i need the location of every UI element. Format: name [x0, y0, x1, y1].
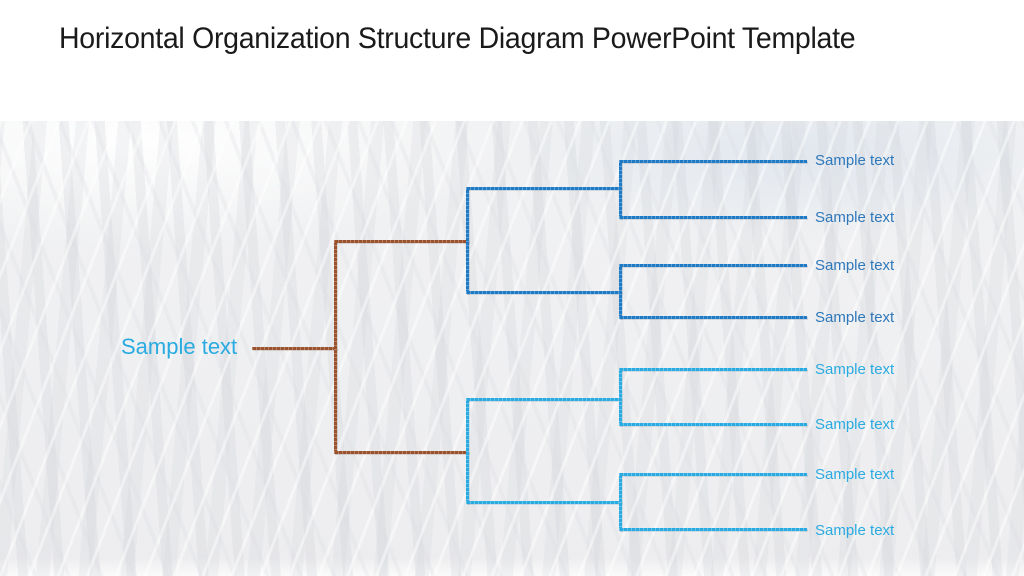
leaf-label-6: Sample text: [815, 416, 895, 433]
upper-branch-vertical-line: [466, 187, 469, 294]
leaf-line-4: [619, 316, 807, 319]
lower-branch-bottom-line: [466, 501, 622, 504]
leaf-label-1: Sample text: [815, 152, 895, 169]
leaf-label-5: Sample text: [815, 361, 895, 378]
leaf-line-7: [619, 473, 807, 476]
upper-subbranch-2-vertical-line: [619, 264, 622, 319]
leaf-line-3: [619, 264, 807, 267]
upper-branch-bottom-line: [466, 291, 622, 294]
leaf-line-5: [619, 368, 807, 371]
trunk-vertical-line: [334, 240, 337, 454]
leaf-line-1: [619, 160, 807, 163]
root-node-label: Sample text: [121, 334, 238, 359]
leaf-label-8: Sample text: [815, 522, 895, 539]
leaf-label-7: Sample text: [815, 466, 895, 483]
trunk-to-lower-branch-line: [334, 451, 469, 454]
leaf-line-6: [619, 423, 807, 426]
lower-subbranch-2-vertical-line: [619, 473, 622, 531]
root-connector-line: [252, 347, 337, 350]
upper-branch-top-line: [466, 187, 622, 190]
skyscraper-background-image: [0, 121, 1024, 576]
leaf-label-3: Sample text: [815, 257, 895, 274]
upper-subbranch-1-vertical-line: [619, 160, 622, 219]
leaf-label-2: Sample text: [815, 209, 895, 226]
trunk-to-upper-branch-line: [334, 240, 469, 243]
lower-branch-vertical-line: [466, 398, 469, 504]
lower-branch-top-line: [466, 398, 622, 401]
slide-title: Horizontal Organization Structure Diagra…: [59, 22, 856, 55]
leaf-line-8: [619, 528, 807, 531]
leaf-label-4: Sample text: [815, 309, 895, 326]
leaf-line-2: [619, 216, 807, 219]
lower-subbranch-1-vertical-line: [619, 368, 622, 426]
